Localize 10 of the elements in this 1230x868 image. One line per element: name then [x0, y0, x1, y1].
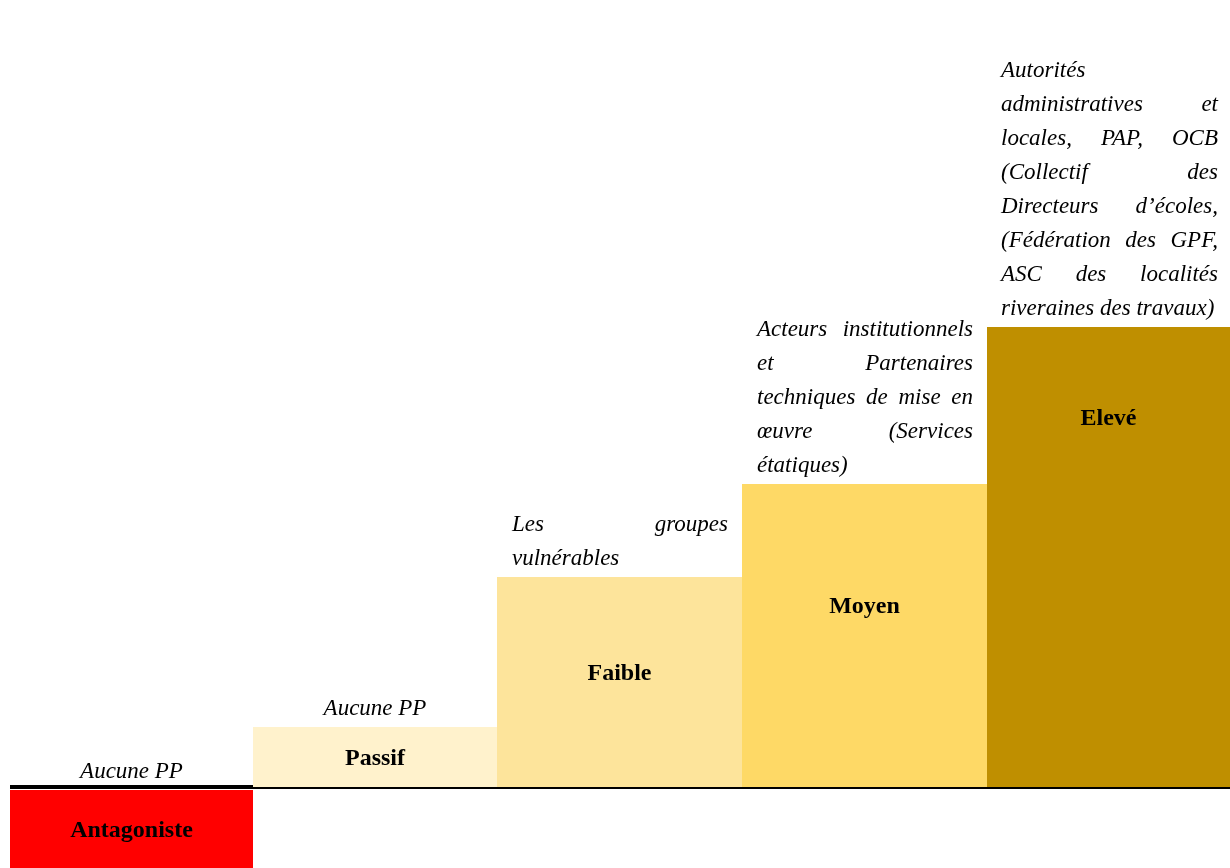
level-label: Faible: [587, 658, 652, 686]
level-label: Antagoniste: [70, 815, 193, 843]
stakeholder-caption: Aucune PP: [78, 757, 184, 785]
stakeholder-caption: Aucune PP: [321, 694, 428, 722]
level-label: Elevé: [1080, 403, 1137, 431]
level-label: Moyen: [829, 592, 900, 619]
stakeholder-caption: Acteurs institutionnels et Partenaires techniques de mise en œuvre (Services étatiques): [757, 315, 973, 479]
stakeholder-caption: Les groupes vulnérables: [512, 510, 728, 572]
level-label: Passif: [345, 743, 405, 771]
stakeholder-caption: Autorités administratives et locales, PAP, OCB (Collectif des Directeurs d’écoles, (Fédération des GPF, ASC des localités riveraines des travaux): [1001, 56, 1218, 322]
